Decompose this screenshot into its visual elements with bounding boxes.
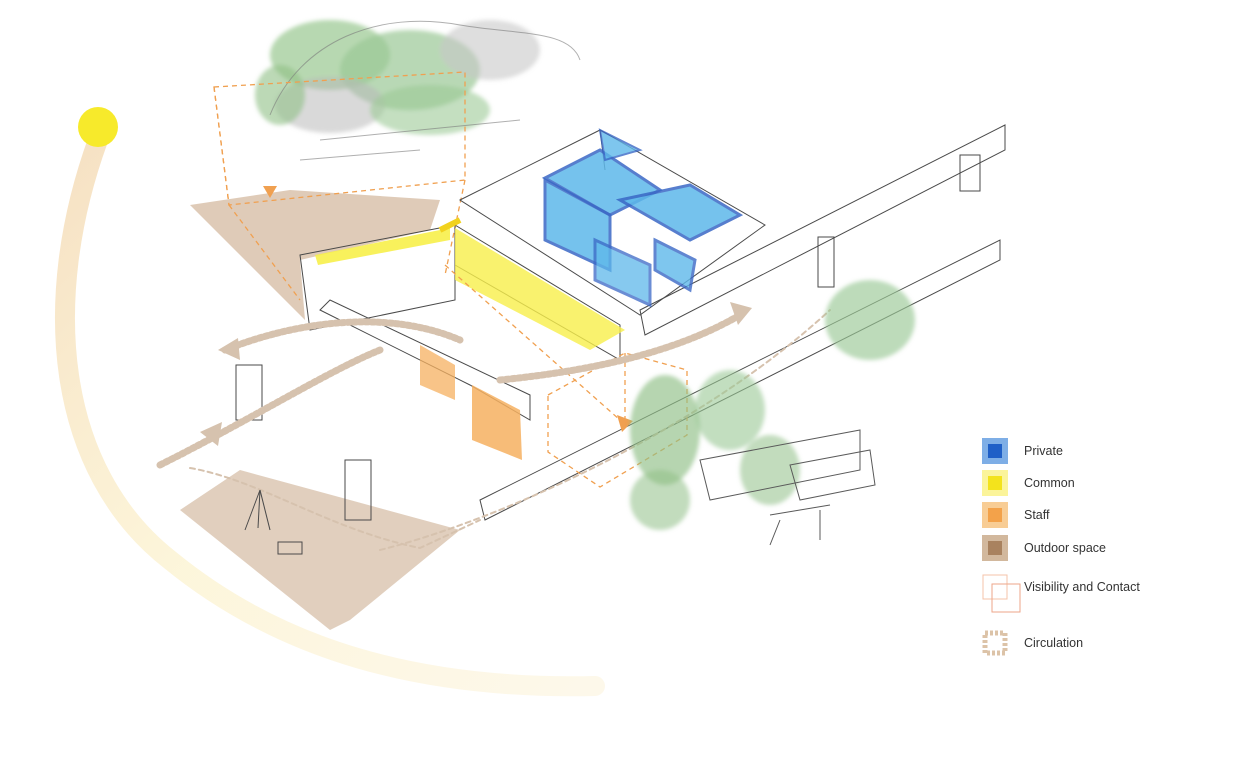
legend-label-private: Private: [1024, 444, 1063, 458]
staff-spaces: [420, 345, 522, 460]
legend-label-staff: Staff: [1024, 508, 1049, 522]
circulation-arrow-left: [218, 338, 240, 360]
legend-label-circulation: Circulation: [1024, 636, 1083, 650]
sun-icon: [78, 107, 118, 147]
legend-label-common: Common: [1024, 476, 1075, 490]
staff-swatch-icon: [980, 500, 1010, 530]
private-swatch-icon: [980, 436, 1010, 466]
circulation-swatch-icon: [980, 628, 1010, 658]
top-tree-cluster: [255, 20, 540, 135]
legend-label-visibility: Visibility and Contact: [1024, 580, 1140, 594]
private-rooms: [545, 130, 740, 305]
common-swatch-icon: [980, 468, 1010, 498]
right-trees: [630, 280, 915, 530]
visibility-swatch-icon: [980, 572, 1022, 614]
outdoor-swatch-icon: [980, 533, 1010, 563]
legend-label-outdoor: Outdoor space: [1024, 541, 1106, 555]
